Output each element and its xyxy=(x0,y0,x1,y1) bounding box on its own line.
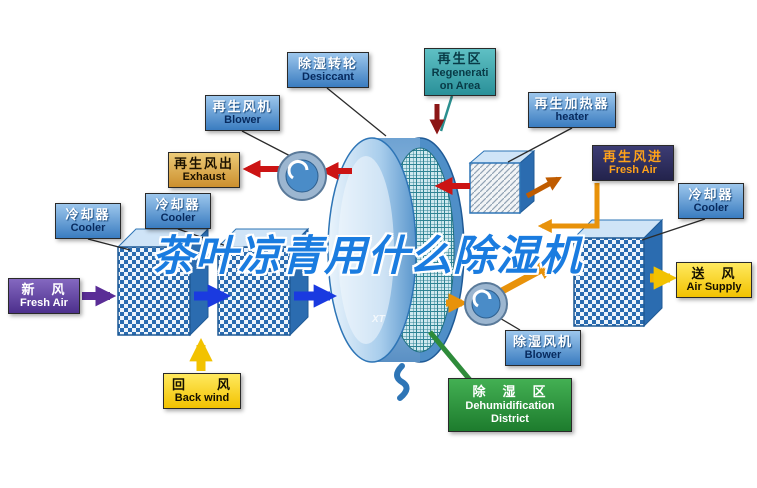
regen-blower-fan xyxy=(277,151,327,201)
label-air-supply: 送 风 Air Supply xyxy=(676,262,752,298)
ribbon-icon xyxy=(394,363,410,401)
label-regen-blower-zh: 再生风机 xyxy=(212,98,273,114)
label-regen-area-en1: Regenerati xyxy=(431,66,489,79)
label-exhaust: 再生风出 Exhaust xyxy=(168,152,240,188)
box-front xyxy=(117,246,191,336)
label-cooler-left-1-zh: 冷却器 xyxy=(65,206,111,222)
label-regen-area-en2: on Area xyxy=(439,79,481,92)
label-dehumid-area: 除 湿 区 Dehumidification District xyxy=(448,378,572,432)
label-air-supply-en: Air Supply xyxy=(686,281,742,294)
label-exhaust-en: Exhaust xyxy=(182,171,226,184)
box-front xyxy=(573,237,645,327)
label-desiccant: 除湿转轮 Desiccant xyxy=(287,52,369,88)
label-regen-blower: 再生风机 Blower xyxy=(205,95,280,131)
label-desiccant-zh: 除湿转轮 xyxy=(297,55,358,71)
heater-front xyxy=(469,162,521,214)
label-cooler-left-1: 冷却器 Cooler xyxy=(55,203,121,239)
flow-arrows xyxy=(82,104,678,371)
heat-exchanger-left-1 xyxy=(116,227,210,337)
label-dehumid-blower-zh: 除湿风机 xyxy=(512,333,573,349)
label-cooler-left-1-en: Cooler xyxy=(70,222,106,235)
label-fresh-air-en: Fresh Air xyxy=(20,297,68,310)
label-dehumid-blower-en: Blower xyxy=(524,349,562,362)
label-fresh-air-zh: 新 风 xyxy=(21,281,67,297)
fan-swirl xyxy=(472,289,492,308)
label-desiccant-en: Desiccant xyxy=(302,71,354,84)
label-regen-fresh-air-in: 再生风进 Fresh Air xyxy=(592,145,674,181)
label-cooler-right-zh: 冷却器 xyxy=(688,186,734,202)
label-regen-heater: 再生加热器 heater xyxy=(528,92,616,128)
label-regen-fresh-air-in-zh: 再生风进 xyxy=(602,148,663,164)
label-cooler-left-2-zh: 冷却器 xyxy=(155,196,201,212)
wheel-watermark-text: XT xyxy=(372,314,385,325)
label-cooler-left-2: 冷却器 Cooler xyxy=(145,193,211,229)
label-dehumid-area-en2: District xyxy=(491,412,529,425)
label-cooler-right: 冷却器 Cooler xyxy=(678,183,744,219)
heat-exchanger-left-2 xyxy=(216,227,310,337)
label-cooler-right-en: Cooler xyxy=(693,202,729,215)
label-regen-blower-en: Blower xyxy=(224,114,261,127)
label-regen-fresh-air-in-en: Fresh Air xyxy=(609,164,657,177)
label-cooler-left-2-en: Cooler xyxy=(160,212,196,225)
heater-intake-arrow xyxy=(525,176,562,199)
regen-in-elbow-arrow xyxy=(537,183,600,233)
label-exhaust-zh: 再生风出 xyxy=(173,155,234,171)
rotary-wheel xyxy=(327,137,465,363)
label-regen-area-zh: 再生区 xyxy=(437,51,483,67)
regen-area-connector xyxy=(439,95,454,132)
regen-heater-unit xyxy=(468,149,536,215)
label-regen-heater-zh: 再生加热器 xyxy=(534,95,610,111)
label-regen-area: 再生区 Regenerati on Area xyxy=(424,48,496,96)
label-connectors xyxy=(87,87,706,331)
wheel-highlight xyxy=(338,156,394,344)
label-fresh-air: 新 风 Fresh Air xyxy=(8,278,80,314)
dehumid-area-pointer xyxy=(428,330,472,382)
label-dehumid-area-en1: Dehumidification xyxy=(465,399,555,412)
heat-exchanger-right xyxy=(572,218,664,328)
fan-to-cooler-arrow xyxy=(500,260,558,295)
label-regen-heater-en: heater xyxy=(555,111,589,124)
fan-swirl xyxy=(287,160,309,180)
fan-rotor xyxy=(471,289,501,319)
dehumid-blower-fan xyxy=(464,282,508,326)
label-back-wind-zh: 回 风 xyxy=(171,376,232,392)
label-back-wind: 回 风 Back wind xyxy=(163,373,241,409)
title-watermark: 茶叶凉青用什么除湿机 xyxy=(152,232,583,279)
label-dehumid-blower: 除湿风机 Blower xyxy=(505,330,581,366)
label-dehumid-area-zh: 除 湿 区 xyxy=(472,384,548,400)
fan-rotor xyxy=(285,159,319,193)
label-air-supply-zh: 送 风 xyxy=(691,265,737,281)
label-back-wind-en: Back wind xyxy=(174,392,230,405)
